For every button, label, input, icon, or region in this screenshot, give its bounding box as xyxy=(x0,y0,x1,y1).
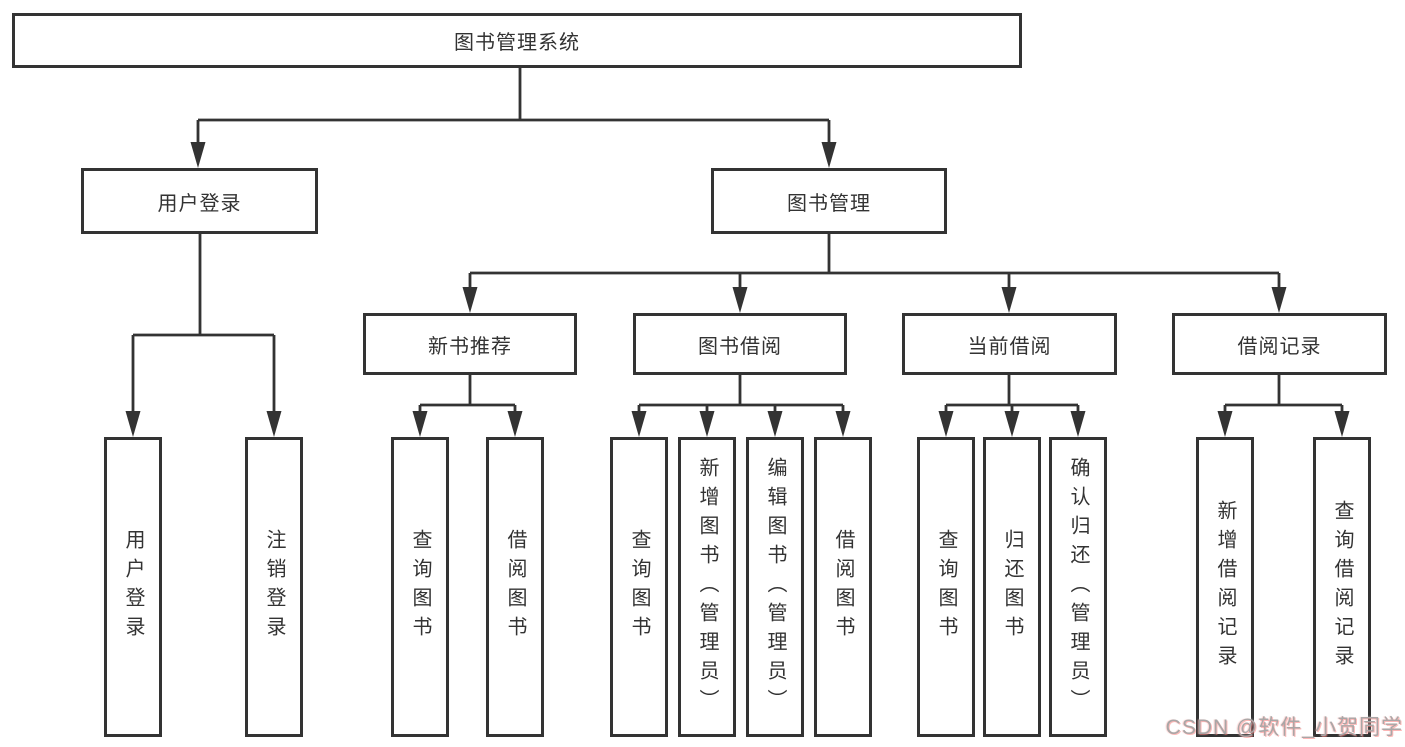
leaf-edit-books-admin: 编辑图书（管理员） xyxy=(746,437,804,737)
node-book-management: 图书管理 xyxy=(711,168,947,234)
leaf-query-books-borrow: 查询图书 xyxy=(610,437,668,737)
leaf-return-books: 归还图书 xyxy=(983,437,1041,737)
leaf-add-borrow-record: 新增借阅记录 xyxy=(1196,437,1254,737)
node-current-borrow: 当前借阅 xyxy=(902,313,1117,375)
leaf-add-books-admin: 新增图书（管理员） xyxy=(678,437,736,737)
leaf-confirm-return-admin: 确认归还（管理员） xyxy=(1049,437,1107,737)
node-borrow-records: 借阅记录 xyxy=(1172,313,1387,375)
leaf-logout-login: 注销登录 xyxy=(245,437,303,737)
leaf-borrow-books: 借阅图书 xyxy=(814,437,872,737)
node-book-borrow: 图书借阅 xyxy=(633,313,847,375)
node-root: 图书管理系统 xyxy=(12,13,1022,68)
leaf-borrow-books-recommend: 借阅图书 xyxy=(486,437,544,737)
csdn-watermark: CSDN @软件_小贺同学 xyxy=(1165,716,1403,739)
leaf-query-books-current: 查询图书 xyxy=(917,437,975,737)
node-new-book-recommend: 新书推荐 xyxy=(363,313,577,375)
node-user-login: 用户登录 xyxy=(81,168,318,234)
leaf-query-books-recommend: 查询图书 xyxy=(391,437,449,737)
leaf-user-login: 用户登录 xyxy=(104,437,162,737)
leaf-query-borrow-record: 查询借阅记录 xyxy=(1313,437,1371,737)
